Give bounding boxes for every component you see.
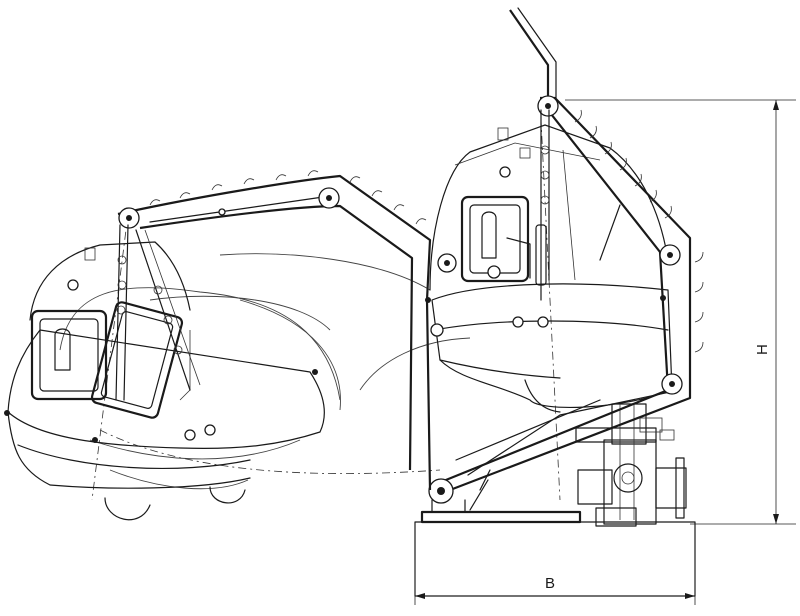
- lifeboat-deployed: [4, 241, 325, 521]
- height-dimension-label: H: [754, 344, 771, 355]
- hook-studs: [149, 109, 704, 353]
- falls-stowed: [506, 109, 621, 301]
- centre-lines: [91, 99, 561, 501]
- width-dimension-label: B: [545, 575, 555, 592]
- dimension-lines: [414, 99, 796, 605]
- swing-trajectory-ghost: [59, 253, 471, 490]
- lifeboat-stowed: [425, 124, 673, 413]
- falls-deployed: [115, 224, 201, 401]
- davit-arm-stowed: [428, 7, 692, 511]
- davit-arm-outboard: [117, 174, 432, 491]
- winch-assembly: [575, 403, 687, 527]
